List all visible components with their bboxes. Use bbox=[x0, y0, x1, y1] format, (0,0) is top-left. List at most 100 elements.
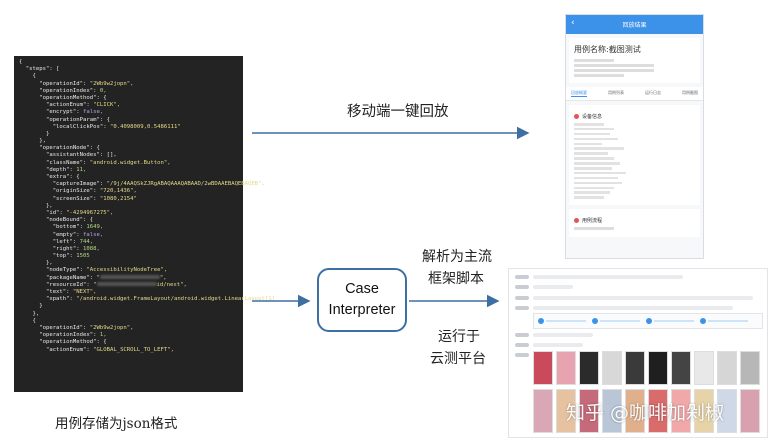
phone-device-row bbox=[574, 152, 608, 155]
code-line: } bbox=[19, 303, 43, 310]
web-field bbox=[533, 333, 593, 337]
label-run-line1: 运行于 bbox=[438, 329, 480, 345]
screenshot-thumbnail bbox=[717, 351, 737, 385]
code-line: "operationParam": { bbox=[45, 116, 110, 123]
screenshot-thumbnail bbox=[740, 351, 760, 385]
code-line: "screenSize": "1080,2154" bbox=[52, 195, 137, 202]
code-line: "nodeBound": { bbox=[45, 217, 94, 224]
phone-tab-2: 运行日志 bbox=[645, 90, 661, 95]
screenshot-thumbnail bbox=[625, 389, 645, 433]
code-line: "actionEnum": "GLOBAL_SCROLL_TO_LEFT", bbox=[45, 346, 174, 353]
code-line: "operationIndex": 1, bbox=[39, 332, 107, 339]
phone-section-device: 设备信息 bbox=[574, 113, 695, 120]
code-line: "top": 1505 bbox=[52, 253, 90, 260]
screenshot-thumbnail bbox=[556, 351, 576, 385]
phone-device-row bbox=[574, 176, 618, 180]
phone-tab-0: 回放概要 bbox=[571, 90, 587, 97]
phone-tab-3: 用例截图 bbox=[682, 90, 698, 95]
code-line: "empty": false, bbox=[52, 231, 104, 238]
code-line: "operationNode": { bbox=[39, 145, 100, 152]
screenshot-thumbnail bbox=[533, 389, 553, 433]
code-line: "operationMethod": { bbox=[39, 94, 107, 101]
label-run-line2: 云测平台 bbox=[430, 351, 486, 367]
phone-header: ‹ 回放结果 bbox=[566, 15, 703, 34]
code-line: { bbox=[19, 317, 36, 324]
phone-device-row bbox=[574, 191, 610, 194]
chevron-left-icon: ‹ bbox=[571, 18, 575, 28]
web-field-label bbox=[515, 306, 529, 310]
screenshot-thumbnail bbox=[579, 351, 599, 385]
phone-device-row bbox=[574, 147, 624, 150]
code-line: "assistantNodes": [], bbox=[45, 152, 117, 159]
screenshot-thumbnails-row2 bbox=[533, 389, 765, 435]
screenshot-thumbnail bbox=[602, 389, 622, 433]
phone-device-row bbox=[574, 181, 622, 185]
web-field bbox=[533, 275, 683, 279]
phone-summary-card: 用例名称:截图测试 bbox=[569, 38, 700, 83]
phone-steps-card: 用例流程 bbox=[569, 209, 700, 238]
code-line: }, bbox=[19, 310, 40, 317]
screenshot-thumbnail bbox=[694, 389, 714, 433]
screenshot-thumbnail bbox=[579, 389, 599, 433]
code-line: "left": 744, bbox=[52, 238, 94, 245]
web-field-label bbox=[515, 353, 529, 357]
phone-device-rows bbox=[574, 123, 695, 199]
code-line: "xpath": "/android.widget.FrameLayout/an… bbox=[45, 296, 275, 303]
screenshot-thumbnail bbox=[671, 389, 691, 433]
phone-tab-1: 用例列表 bbox=[608, 90, 624, 95]
phone-device-row bbox=[574, 137, 618, 141]
code-line: }, bbox=[19, 202, 53, 209]
json-storage-caption: 用例存储为json格式 bbox=[55, 416, 178, 432]
code-line: "className": "android.widget.Button", bbox=[45, 159, 171, 166]
watermark: 知乎 @咖啡加剁椒 bbox=[566, 402, 725, 424]
code-line: "packageName": "", bbox=[45, 274, 167, 281]
code-line: { bbox=[19, 73, 36, 80]
code-line: "localClickPos": "0.4098009,0.5486111" bbox=[52, 123, 181, 130]
screenshot-thumbnail bbox=[671, 351, 691, 385]
phone-device-row bbox=[574, 127, 614, 131]
screenshot-thumbnail bbox=[717, 389, 737, 433]
phone-device-row bbox=[574, 162, 620, 165]
web-field-label bbox=[515, 285, 529, 289]
phone-device-row bbox=[574, 186, 614, 190]
code-line: "captureImage": "/9j/4AAQSkZJRgABAQAAAQA… bbox=[52, 181, 265, 188]
web-field-label bbox=[515, 296, 529, 300]
phone-device-row bbox=[574, 132, 610, 136]
code-line: "encrypt": false, bbox=[45, 109, 104, 116]
mobile-replay-screenshot: ‹ 回放结果 用例名称:截图测试 回放概要 用例列表 运行日志 用例截图 设备信… bbox=[565, 14, 704, 259]
code-line: }, bbox=[19, 260, 53, 267]
screenshot-thumbnails-row1 bbox=[533, 351, 765, 387]
web-field-label bbox=[515, 343, 529, 347]
label-run: 运行于 云测平台 bbox=[430, 326, 486, 370]
code-line: "operationIndex": 0, bbox=[39, 87, 107, 94]
screenshot-thumbnail bbox=[694, 351, 714, 385]
phone-section-steps: 用例流程 bbox=[574, 217, 695, 224]
screenshot-thumbnail bbox=[740, 389, 760, 433]
label-parse-line1: 解析为主流 bbox=[422, 249, 492, 265]
phone-tabs: 回放概要 用例列表 运行日志 用例截图 bbox=[566, 87, 703, 101]
code-line: "id": "-4294967275", bbox=[45, 209, 114, 216]
section-dot-icon bbox=[574, 218, 579, 224]
code-line: { bbox=[19, 59, 23, 65]
phone-device-card: 设备信息 bbox=[569, 105, 700, 206]
phone-device-row bbox=[574, 157, 614, 160]
label-parse: 解析为主流 框架脚本 bbox=[422, 246, 492, 290]
phone-case-title: 用例名称:截图测试 bbox=[574, 45, 641, 54]
phone-device-row bbox=[574, 123, 604, 126]
code-line: "originSize": "720,1436", bbox=[52, 188, 137, 195]
phone-device-row bbox=[574, 196, 604, 199]
json-code-panel: { "steps": [ { "operationId": "2Wb9w2jop… bbox=[14, 56, 275, 392]
code-line: "operationId": "2Wb9w2jopn", bbox=[39, 80, 134, 87]
phone-header-title: 回放结果 bbox=[622, 22, 647, 29]
screenshot-thumbnail bbox=[648, 389, 668, 433]
web-progress-steps bbox=[533, 313, 763, 329]
screenshot-thumbnail bbox=[602, 351, 622, 385]
label-mobile-replay: 移动端一键回放 bbox=[347, 104, 449, 120]
screenshot-thumbnail bbox=[625, 351, 645, 385]
code-line: } bbox=[19, 130, 50, 137]
interpreter-line2: Interpreter bbox=[328, 302, 396, 318]
code-line: "right": 1088, bbox=[52, 245, 100, 252]
code-line: "operationMethod": { bbox=[39, 339, 107, 346]
phone-device-row bbox=[574, 171, 626, 175]
